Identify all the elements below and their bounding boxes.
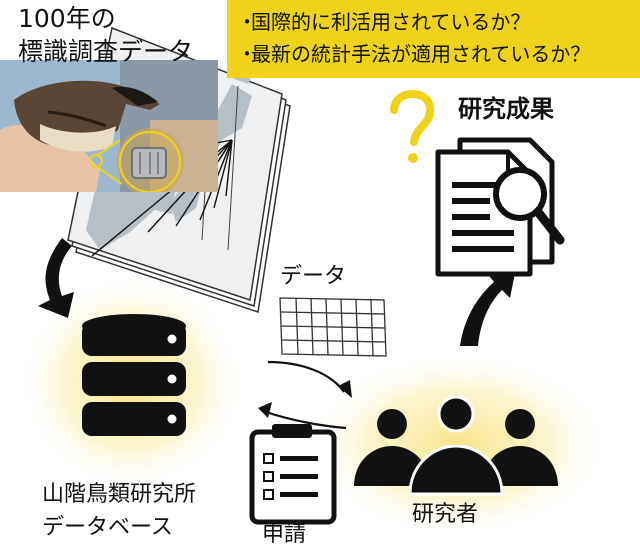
data-label: データ [280, 264, 347, 289]
question-line-1: ・ 国際的に利活用されているか？ [237, 6, 632, 38]
question-line-2: ・ 最新の統計手法が適用されているか？ [237, 38, 632, 70]
database-label-line1: 山階鳥類研究所 [42, 482, 197, 507]
curved-arrow-icon [38, 238, 74, 318]
data-grid-icon [279, 297, 387, 357]
apply-label: 申請 [262, 522, 307, 547]
question-mark-icon [390, 90, 435, 163]
database-label-line2: データベース [42, 515, 173, 540]
bullet: ・ [237, 10, 257, 34]
result-label: 研究成果 [458, 95, 554, 123]
bird-photo [0, 60, 218, 192]
question-box: ・ 国際的に利活用されているか？ ・ 最新の統計手法が適用されているか？ [227, 0, 640, 78]
curved-arrow-icon [267, 360, 345, 393]
bullet: ・ [237, 42, 257, 66]
survey-title: 100年の 標識調査データ [18, 2, 193, 68]
question-text: 最新の統計手法が適用されているか？ [251, 42, 591, 66]
curved-arrow-icon [460, 268, 516, 346]
survey-title-line2: 標識調査データ [18, 37, 194, 66]
survey-title-line1: 100年の [18, 4, 116, 33]
researcher-label: 研究者 [412, 502, 479, 527]
clipboard-icon [249, 424, 337, 525]
document-magnifier-icon [435, 137, 565, 277]
question-text: 国際的に利活用されているか？ [251, 10, 531, 34]
database-icon [82, 314, 186, 436]
curved-arrow-icon [265, 410, 347, 430]
database-label: 山階鳥類研究所 データベース [42, 478, 196, 544]
people-icon [354, 395, 558, 496]
